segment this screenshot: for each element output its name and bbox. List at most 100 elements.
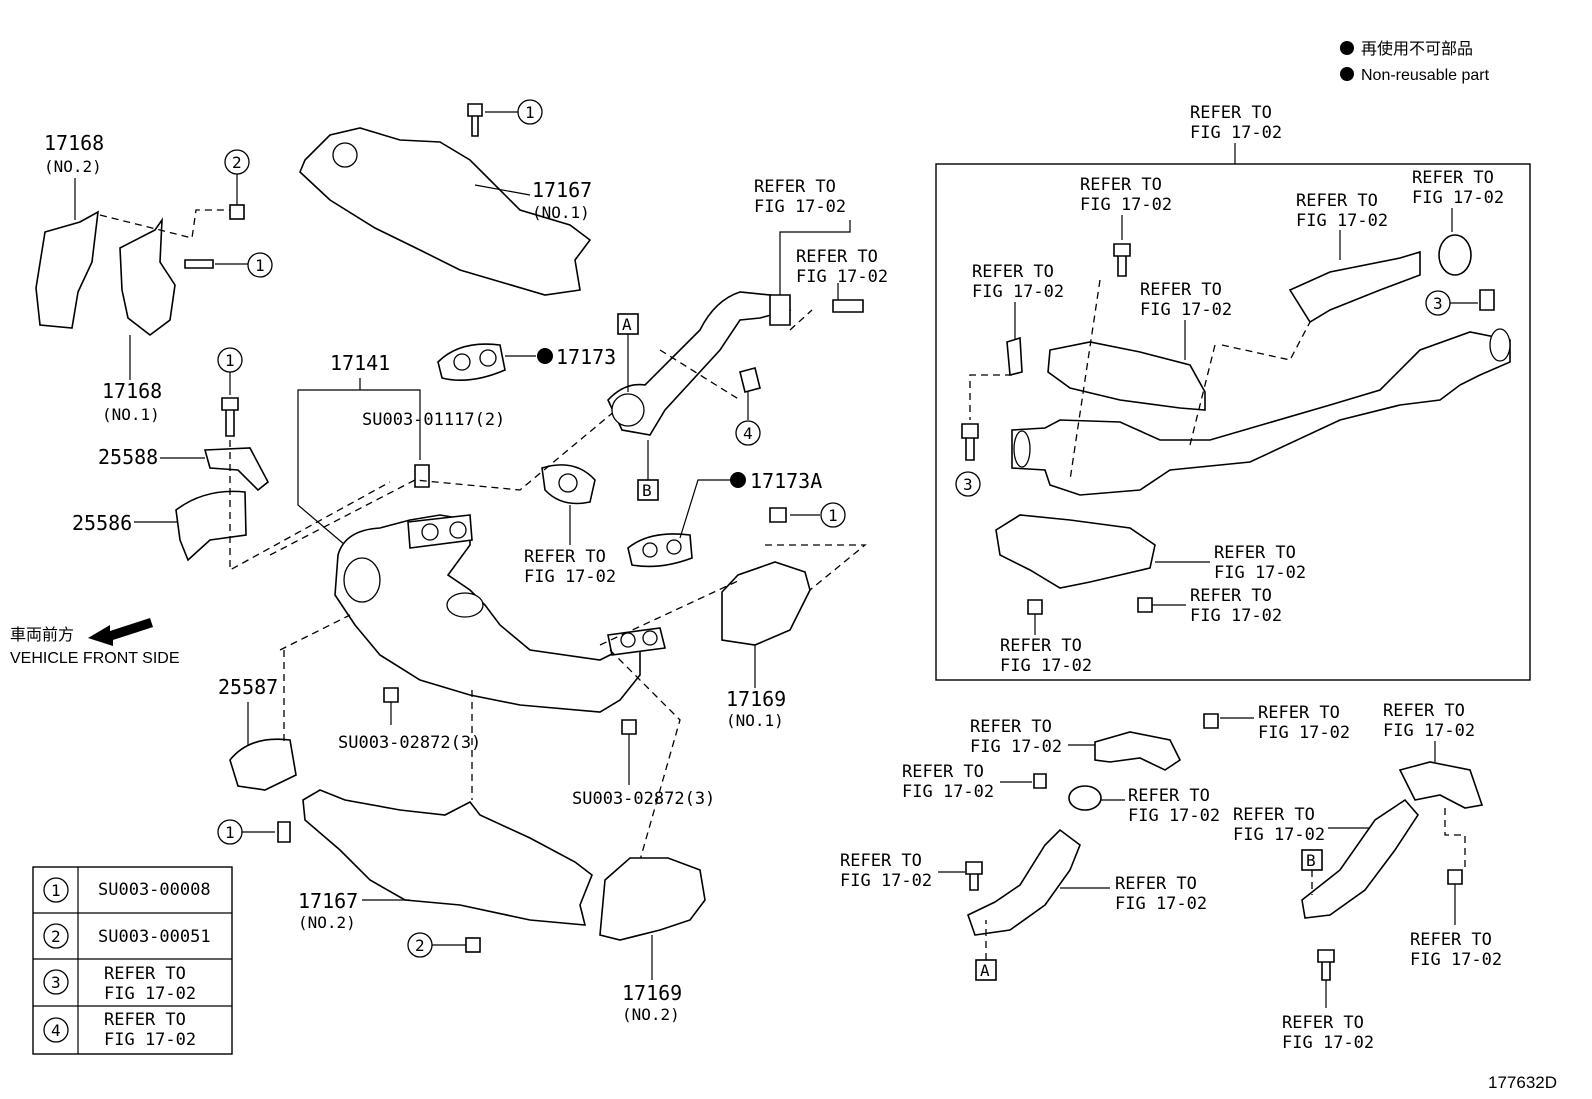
svg-text:3: 3 — [51, 973, 61, 992]
hole — [666, 539, 682, 555]
key-row: 2 SU003-00051 — [43, 923, 211, 949]
part-17167-no2-label: 17167 (NO.2) — [298, 889, 358, 932]
refer-to-label: REFER TO FIG 17-02 — [970, 717, 1062, 757]
svg-text:REFER TO: REFER TO — [972, 262, 1054, 282]
callout-B: B — [642, 481, 652, 500]
key-row: 1 SU003-00008 — [43, 877, 211, 903]
svg-text:REFER TO: REFER TO — [1128, 786, 1210, 806]
refer-to-label: REFER TO FIG 17-02 — [1000, 636, 1092, 676]
refer-to-label: REFER TO FIG 17-02 — [796, 247, 888, 287]
part-17169-no2-label: 17169 (NO.2) — [622, 981, 682, 1024]
front-pipe-shape — [607, 291, 792, 436]
hole — [479, 349, 497, 367]
hole — [421, 523, 439, 541]
refer-to-label: REFER TO FIG 17-02 — [1258, 703, 1350, 743]
dashed-leader — [969, 374, 1012, 420]
svg-text:REFER TO: REFER TO — [1282, 1013, 1364, 1033]
callout-3: 3 — [963, 475, 973, 494]
svg-text:REFER TO: REFER TO — [840, 851, 922, 871]
gasket-17173A-shape — [627, 533, 693, 568]
vehicle-front-en: VEHICLE FRONT SIDE — [10, 650, 180, 667]
dashed-leader — [99, 209, 230, 239]
bolt-icon — [184, 259, 214, 269]
pipe-flange-opening — [1489, 328, 1511, 362]
part-sub: (NO.1) — [532, 203, 590, 222]
nonreusable-mark-icon — [537, 348, 553, 364]
part-17169-no1-label: 17169 (NO.1) — [726, 687, 786, 730]
callout-2: 2 — [232, 153, 242, 172]
svg-text:REFER TO: REFER TO — [1000, 636, 1082, 656]
bolt-icon — [277, 821, 291, 843]
clamp-shape — [1438, 234, 1472, 276]
bolt-icon — [1203, 713, 1219, 729]
leader-line — [779, 220, 851, 295]
refer-to-label: REFER TO FIG 17-02 — [1296, 191, 1388, 231]
svg-text:FIG 17-02: FIG 17-02 — [1190, 606, 1282, 626]
bolt-icon — [961, 423, 979, 461]
refer-to-label: REFER TO FIG 17-02 — [1410, 930, 1502, 970]
callout-1: 1 — [225, 823, 235, 842]
legend-nonreusable-jp: 再使用不可部品 — [1361, 40, 1473, 58]
svg-text:SU003-00008: SU003-00008 — [98, 880, 211, 900]
dashed-leader — [599, 544, 867, 646]
svg-text:SU003-00051: SU003-00051 — [98, 927, 211, 947]
svg-text:4: 4 — [51, 1021, 61, 1040]
refer-to-label: REFER TO FIG 17-02 — [1128, 786, 1220, 826]
bracket-shape — [1398, 761, 1484, 809]
pipe-insulator-shape — [967, 828, 1081, 936]
svg-text:FIG 17-02: FIG 17-02 — [754, 197, 846, 217]
insulator-shape — [1288, 250, 1421, 324]
svg-text:FIG 17-02: FIG 17-02 — [902, 782, 994, 802]
nonreusable-legend: 再使用不可部品 Non-reusable part — [1340, 40, 1490, 84]
svg-text:FIG 17-02: FIG 17-02 — [524, 567, 616, 587]
catalyst-upper-insulator-shape — [1047, 341, 1206, 411]
svg-text:FIG 17-02: FIG 17-02 — [972, 282, 1064, 302]
bolt-icon — [1479, 289, 1495, 311]
callout-circle — [247, 252, 273, 278]
part-25588-label: 25588 — [98, 445, 158, 469]
heat-insulator-17167-no1-shape — [299, 127, 592, 296]
callout-circle — [955, 471, 981, 497]
pipe-opening — [446, 592, 484, 618]
bolt-icon — [769, 507, 787, 523]
stud-icon — [832, 299, 864, 313]
part-25587-label: 25587 — [218, 675, 278, 699]
callout-4: 4 — [743, 424, 753, 443]
nut-icon — [229, 204, 245, 220]
part-su003-02872-label: SU003-02872(3) — [338, 733, 481, 753]
svg-text:FIG 17-02: FIG 17-02 — [1140, 300, 1232, 320]
refer-to-label: REFER TO FIG 17-02 — [902, 762, 994, 802]
svg-text:REFER TO: REFER TO — [1410, 930, 1492, 950]
pipe-flange-opening — [611, 393, 645, 427]
heat-insulator-17167-no2-shape — [302, 789, 593, 926]
part-17173A-label: 17173A — [750, 469, 822, 493]
callout-A: A — [980, 961, 990, 980]
hole — [558, 473, 578, 493]
svg-text:REFER TO: REFER TO — [104, 1010, 186, 1030]
callout-3: 3 — [1433, 294, 1443, 313]
part-number: 17168 — [102, 379, 162, 403]
svg-text:REFER TO: REFER TO — [796, 247, 878, 267]
dashed-leader — [1069, 279, 1311, 481]
refer-to-label: REFER TO FIG 17-02 — [1190, 586, 1282, 626]
hole — [642, 630, 658, 646]
part-number: 17167 — [298, 889, 358, 913]
nut-icon — [465, 937, 481, 953]
svg-text:FIG 17-02: FIG 17-02 — [1080, 195, 1172, 215]
svg-text:FIG 17-02: FIG 17-02 — [1296, 211, 1388, 231]
exhaust-manifold-17141-shape — [334, 514, 641, 713]
nut-icon — [1137, 597, 1153, 613]
nonreusable-bullet-icon — [1340, 67, 1354, 81]
svg-text:REFER TO: REFER TO — [902, 762, 984, 782]
catalytic-converter-pipe-shape — [1011, 331, 1511, 496]
bolt-icon — [1317, 949, 1335, 981]
nut-icon — [383, 687, 399, 703]
bracket-shape — [1094, 731, 1182, 771]
part-su003-01117-label: SU003-01117(2) — [362, 410, 505, 430]
svg-text:1: 1 — [51, 881, 61, 900]
callout-1: 1 — [828, 506, 838, 525]
nut-icon — [1447, 869, 1463, 885]
pipe-insulator-shape — [1301, 798, 1420, 919]
refer-to-label: REFER TO FIG 17-02 — [1214, 543, 1306, 583]
part-number: 17169 — [726, 687, 786, 711]
